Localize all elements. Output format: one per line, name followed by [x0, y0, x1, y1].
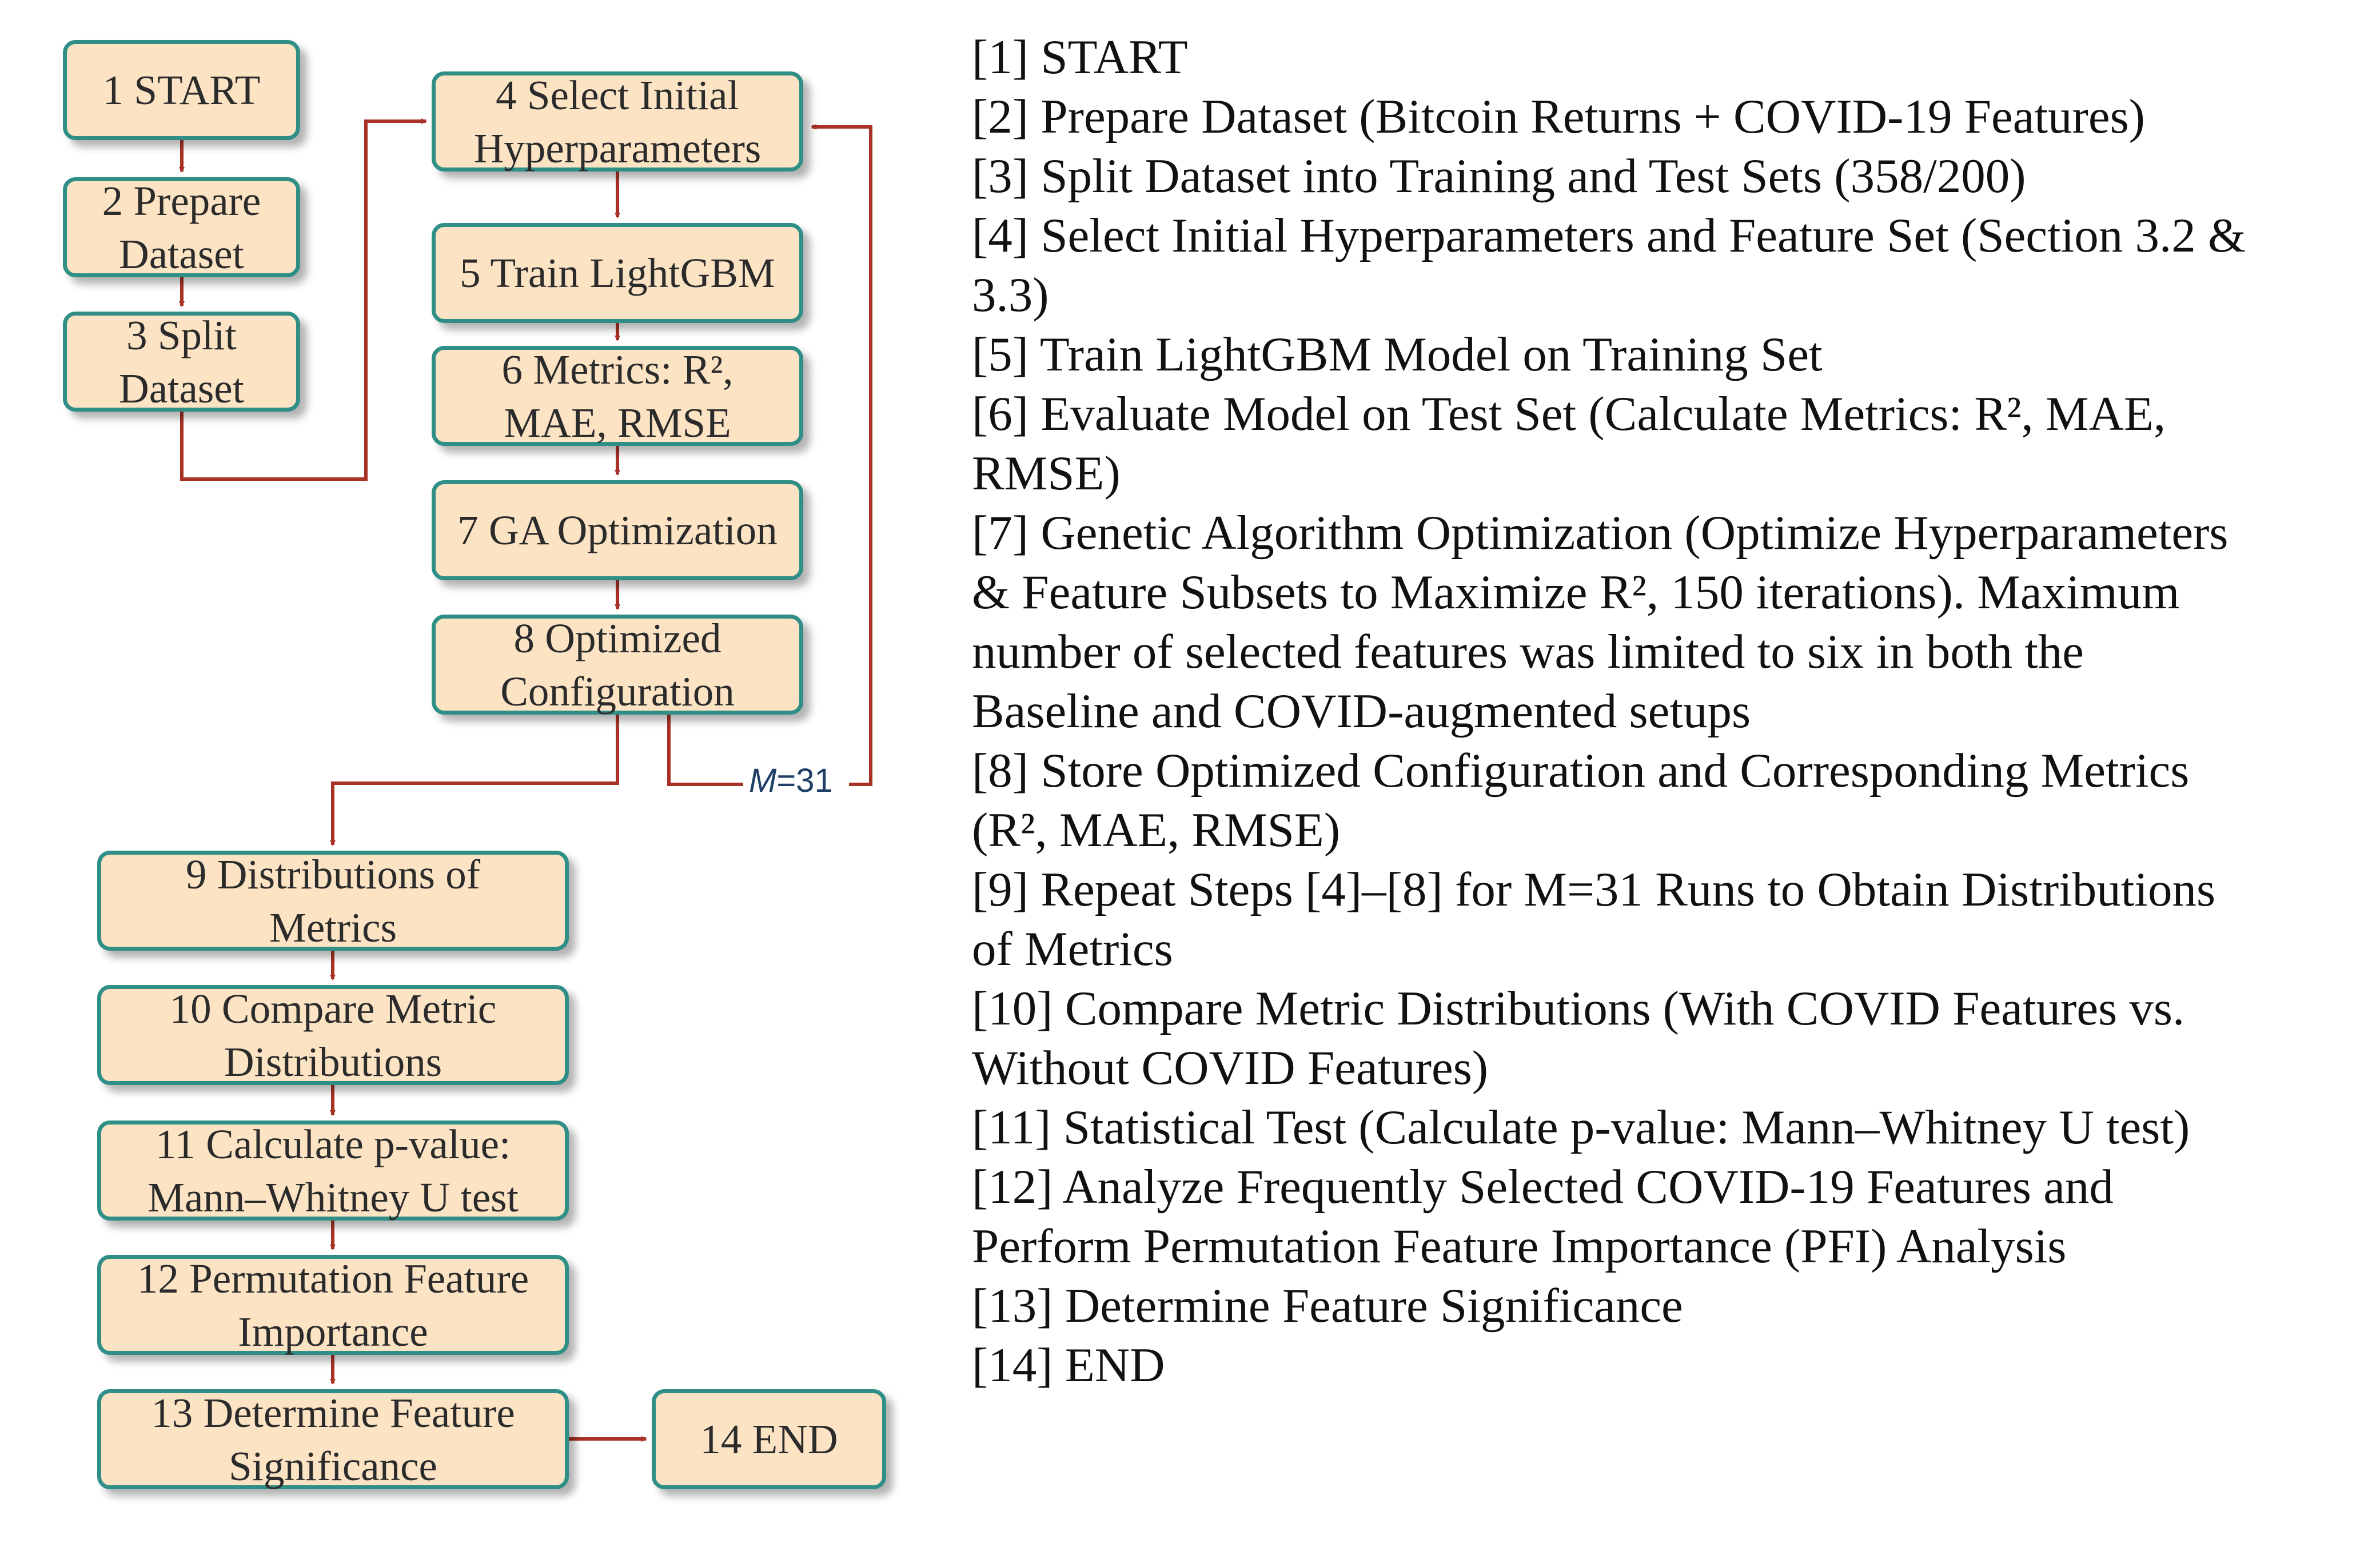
flow-box-line: 7 GA Optimization [457, 507, 778, 553]
flow-box-9: 9 Distributions of Metrics [97, 851, 569, 951]
flow-box-text: 7 GA Optimization [457, 504, 778, 557]
step-item-9: [9] Repeat Steps [4]–[8] for M=31 Runs t… [972, 860, 2355, 979]
flow-box-text: 9 Distributions of Metrics [186, 848, 480, 954]
step-line: of Metrics [972, 922, 1173, 976]
step-item-14: [14] END [972, 1335, 2355, 1395]
flow-box-line: Configuration [500, 668, 735, 715]
step-line: RMSE) [972, 446, 1121, 500]
flow-box-line: 6 Metrics: R², [501, 346, 733, 393]
flow-box-line: 5 Train LightGBM [460, 250, 775, 296]
flow-box-6: 6 Metrics: R², MAE, RMSE [432, 346, 803, 446]
step-line: [7] Genetic Algorithm Optimization (Opti… [972, 506, 2228, 560]
step-line: number of selected features was limited … [972, 625, 2084, 679]
arrow-3-4 [180, 118, 427, 481]
step-item-1: [1] START [972, 27, 2355, 87]
step-line: [4] Select Initial Hyperparameters and F… [972, 209, 2246, 262]
step-line: [11] Statistical Test (Calculate p-value… [972, 1101, 2190, 1154]
step-line: 3.3) [972, 268, 1049, 322]
flow-box-line: 4 Select Initial [496, 71, 739, 118]
step-item-4: [4] Select Initial Hyperparameters and F… [972, 206, 2355, 325]
arrow-8-9 [330, 715, 619, 846]
flow-box-line: 14 END [700, 1416, 838, 1462]
step-item-2: [2] Prepare Dataset (Bitcoin Returns + C… [972, 87, 2355, 146]
flow-box-14: 14 END [652, 1389, 886, 1489]
loop-label-var: M [749, 762, 777, 799]
flow-box-line: Metrics [269, 904, 397, 951]
flow-box-line: MAE, RMSE [504, 399, 731, 446]
step-line: (R², MAE, RMSE) [972, 803, 1341, 857]
step-line: [14] END [972, 1338, 1165, 1392]
step-item-6: [6] Evaluate Model on Test Set (Calculat… [972, 384, 2355, 503]
flow-box-7: 7 GA Optimization [432, 480, 803, 580]
step-line: [3] Split Dataset into Training and Test… [972, 149, 2026, 203]
flow-box-line: 9 Distributions of [185, 851, 481, 898]
flow-box-line: 13 Determine Feature [151, 1389, 515, 1436]
flow-box-line: Importance [238, 1308, 428, 1355]
step-line: [12] Analyze Frequently Selected COVID-1… [972, 1160, 2114, 1214]
flow-box-line: 8 Optimized [513, 615, 721, 661]
step-item-11: [11] Statistical Test (Calculate p-value… [972, 1098, 2355, 1157]
step-item-7: [7] Genetic Algorithm Optimization (Opti… [972, 503, 2355, 741]
flow-box-text: 14 END [700, 1413, 838, 1466]
step-line: Baseline and COVID-augmented setups [972, 684, 1751, 738]
loop-back [667, 127, 872, 786]
step-item-13: [13] Determine Feature Significance [972, 1276, 2355, 1335]
step-item-10: [10] Compare Metric Distributions (With … [972, 979, 2355, 1098]
loop-label: M=31 [746, 764, 836, 798]
flow-box-line: 10 Compare Metric [169, 985, 497, 1032]
step-line: [10] Compare Metric Distributions (With … [972, 982, 2185, 1035]
flow-box-5: 5 Train LightGBM [432, 223, 803, 323]
flow-box-line: Dataset [119, 365, 244, 412]
flow-box-11: 11 Calculate p-value: Mann–Whitney U test [97, 1121, 569, 1221]
flow-box-line: Mann–Whitney U test [147, 1174, 519, 1221]
step-item-5: [5] Train LightGBM Model on Training Set [972, 325, 2355, 384]
step-line: [6] Evaluate Model on Test Set (Calculat… [972, 387, 2166, 441]
step-line: [13] Determine Feature Significance [972, 1279, 1683, 1333]
flow-box-line: Hyperparameters [473, 125, 762, 172]
flow-box-text: 11 Calculate p-value: Mann–Whitney U test [147, 1118, 519, 1224]
step-line: [8] Store Optimized Configuration and Co… [972, 744, 2190, 798]
flow-box-line: Distributions [224, 1038, 442, 1085]
flow-box-line: 2 Prepare [102, 177, 261, 224]
step-line: [9] Repeat Steps [4]–[8] for M=31 Runs t… [972, 863, 2216, 916]
step-item-12: [12] Analyze Frequently Selected COVID-1… [972, 1157, 2355, 1276]
step-line: [2] Prepare Dataset (Bitcoin Returns + C… [972, 90, 2145, 143]
step-item-3: [3] Split Dataset into Training and Test… [972, 146, 2355, 206]
flow-box-line: 12 Permutation Feature [137, 1255, 529, 1302]
flow-box-line: Dataset [119, 230, 244, 277]
step-line: [5] Train LightGBM Model on Training Set [972, 328, 1823, 381]
flow-box-line: Significance [229, 1442, 437, 1489]
step-line: [1] START [972, 30, 1188, 84]
flow-box-line: 11 Calculate p-value: [155, 1121, 511, 1167]
step-line: Without COVID Features) [972, 1041, 1489, 1095]
flow-box-line: 3 Split [126, 312, 237, 358]
step-line: & Feature Subsets to Maximize R², 150 it… [972, 565, 2180, 619]
flow-box-text: 6 Metrics: R², MAE, RMSE [501, 343, 733, 449]
flow-box-text: 1 START [103, 63, 261, 117]
flow-box-line: 1 START [102, 67, 261, 113]
step-item-8: [8] Store Optimized Configuration and Co… [972, 741, 2355, 860]
step-line: Perform Permutation Feature Importance (… [972, 1219, 2067, 1273]
flow-box-text: 5 Train LightGBM [460, 246, 775, 300]
step-list: [1] START [2] Prepare Dataset (Bitcoin Re… [972, 27, 2355, 1395]
loop-label-value: =31 [776, 762, 833, 799]
flow-box-1: 1 START [63, 40, 300, 140]
